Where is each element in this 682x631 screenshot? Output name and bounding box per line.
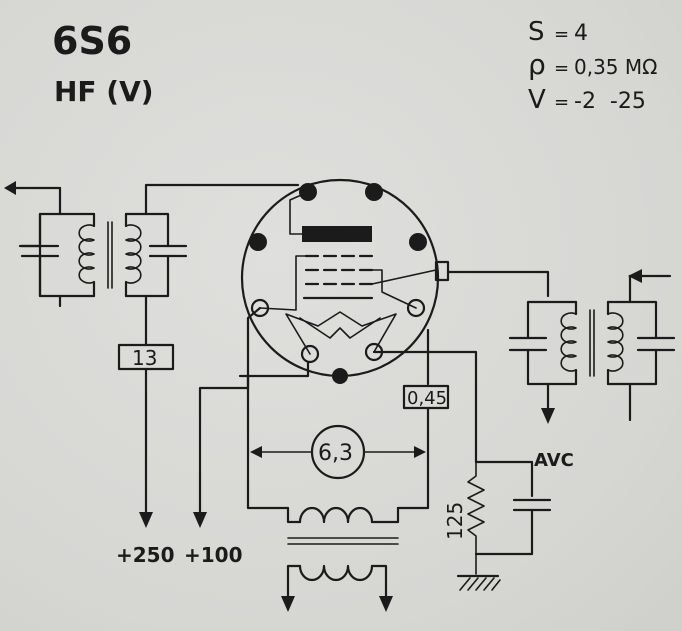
mains-right-arrow-icon [379, 596, 393, 612]
param-symbol-s: S [528, 17, 545, 47]
param-symbol-v: V [528, 85, 546, 115]
heater-current-box [402, 384, 450, 410]
avc-label: AVC [534, 450, 574, 471]
heater-voltage-label: 6,3 [318, 441, 353, 466]
pin-3 [249, 233, 267, 251]
input-transformer [4, 181, 300, 347]
pin-2 [365, 183, 383, 201]
tube-base [240, 178, 450, 384]
heater-current-label: 0,45 [407, 388, 447, 409]
heater-transformer [281, 506, 400, 612]
param-eq-s: = [554, 24, 569, 45]
pin-8 [332, 368, 348, 384]
screen-voltage-label: +100 [184, 543, 243, 567]
heater-voltage-circle [310, 424, 366, 480]
param-value-rho: 0,35 MΩ [574, 55, 657, 79]
output-transformer [508, 269, 676, 424]
anode-plate [302, 226, 372, 242]
pin-4 [409, 233, 427, 251]
screen-supply-arrow-icon [193, 512, 207, 528]
param-value-s: 4 [574, 21, 588, 46]
pin-6 [406, 298, 426, 318]
param-symbol-rho: ρ [528, 48, 546, 81]
tube-type: 6S6 [52, 19, 132, 63]
screen-resistor-label: 13 [132, 346, 157, 370]
mains-left-arrow-icon [281, 596, 295, 612]
tube-function: HF (V) [54, 75, 154, 108]
anode-supply-arrow-icon [139, 512, 153, 528]
cathode-resistor-label: 125 [443, 502, 467, 540]
param-value-v: -2 -25 [574, 89, 646, 114]
param-eq-rho: = [554, 58, 569, 79]
anode-voltage-label: +250 [116, 543, 175, 567]
param-eq-v: = [554, 92, 569, 113]
avc-arrow-icon [541, 408, 555, 424]
pin-7 [300, 344, 320, 364]
output-arrow-icon [4, 181, 16, 195]
cathode-network: 125 [443, 460, 552, 591]
heater-span-right-arrow-icon [414, 446, 426, 458]
parameter-list: S = 4 ρ = 0,35 MΩ V = -2 -25 [528, 17, 657, 115]
heater-span-left-arrow-icon [250, 446, 262, 458]
input-arrow-icon [628, 269, 642, 283]
